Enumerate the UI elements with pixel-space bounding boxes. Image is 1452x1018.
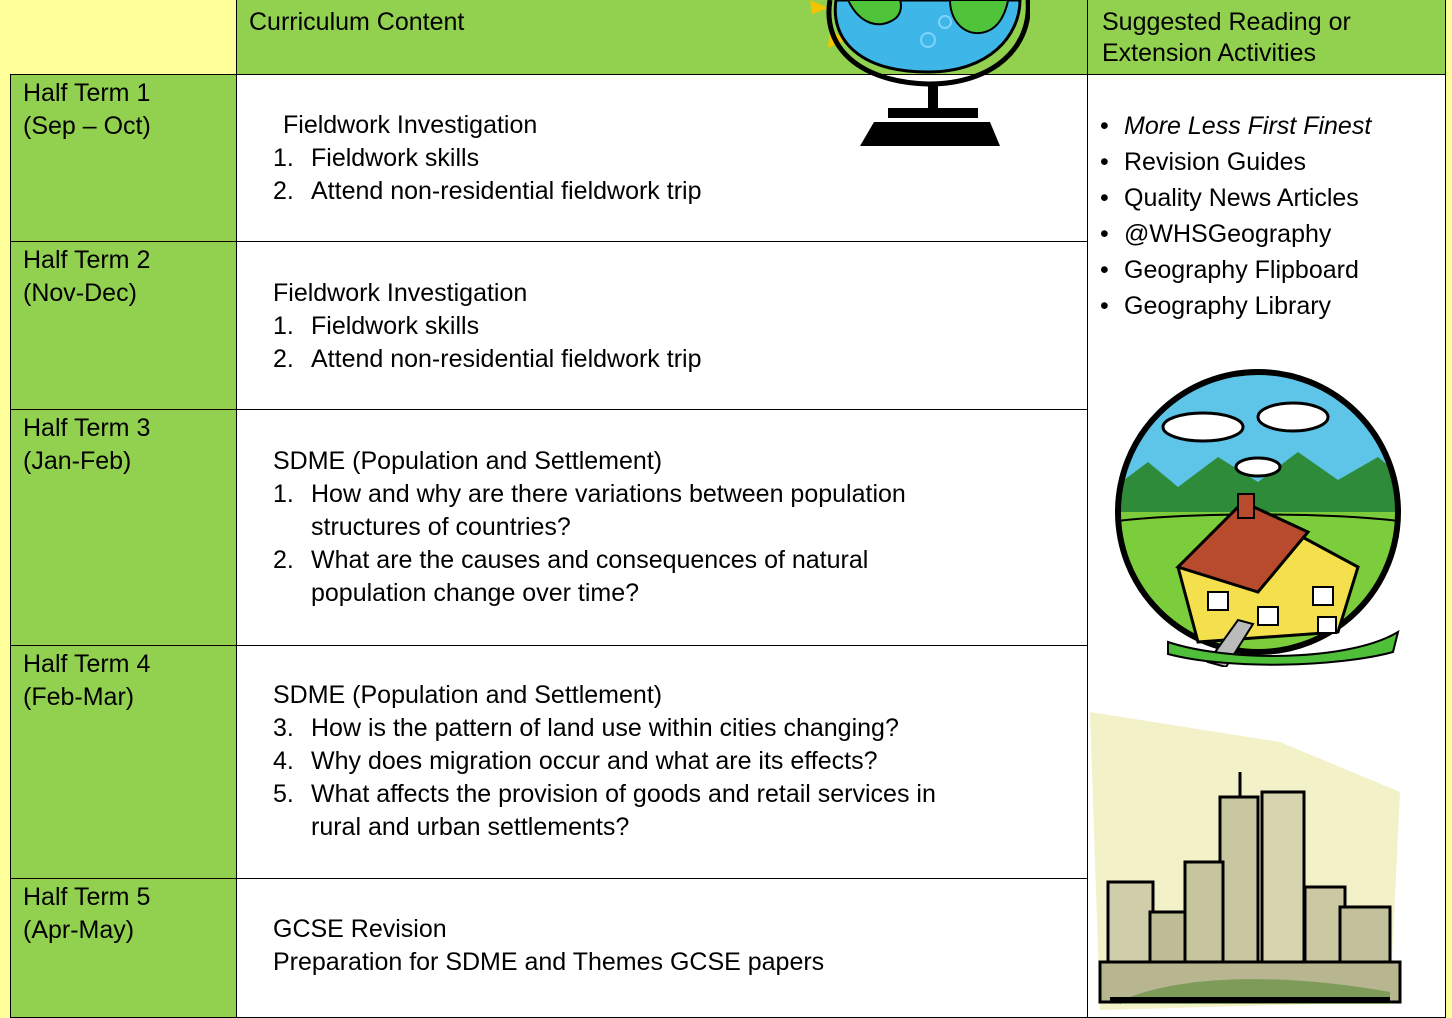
header-reading-label-line1: Suggested Reading or <box>1102 8 1351 36</box>
list-item: 4.Why does migration occur and what are … <box>273 747 878 775</box>
item-list: 3.How is the pattern of land use within … <box>273 712 1087 844</box>
term-content-cell-5: GCSE Revision Preparation for SDME and T… <box>236 878 1088 1018</box>
section-title: SDME (Population and Settlement) <box>273 447 663 475</box>
term-label-cell-4: Half Term 4 (Feb-Mar) <box>10 645 238 880</box>
term-content-cell-2: Fieldwork Investigation 1.Fieldwork skil… <box>236 241 1088 411</box>
term-label: Half Term 5 <box>23 883 151 911</box>
term-label-cell-1: Half Term 1 (Sep – Oct) <box>10 74 238 243</box>
header-reading-cell: Suggested Reading or Extension Activitie… <box>1087 0 1446 75</box>
term-label-cell-2: Half Term 2 (Nov-Dec) <box>10 241 238 411</box>
list-item: 1.Fieldwork skills <box>273 144 480 172</box>
header-reading-label-line2: Extension Activities <box>1102 39 1316 67</box>
term-label: Half Term 4 <box>23 650 151 678</box>
section-title: Fieldwork Investigation <box>273 279 528 307</box>
section-title: SDME (Population and Settlement) <box>273 681 663 709</box>
section-title: GCSE Revision <box>273 915 447 943</box>
list-item: 5.What affects the provision of goods an… <box>273 780 936 841</box>
term-dates: (Sep – Oct) <box>23 112 151 140</box>
reading-item: •Quality News Articles <box>1100 184 1359 212</box>
term-content-cell-1: Fieldwork Investigation 1.Fieldwork skil… <box>236 74 1088 243</box>
term-label: Half Term 1 <box>23 79 151 107</box>
city-skyline-icon <box>1090 712 1402 1010</box>
term-dates: (Nov-Dec) <box>23 279 137 307</box>
reading-list: •More Less First Finest •Revision Guides… <box>1100 108 1440 324</box>
reading-item: •Geography Flipboard <box>1100 256 1359 284</box>
term-label: Half Term 2 <box>23 246 151 274</box>
term-dates: (Feb-Mar) <box>23 683 135 711</box>
list-item: 3.How is the pattern of land use within … <box>273 714 899 742</box>
item-list: 1.How and why are there variations betwe… <box>273 478 1087 610</box>
term-label-cell-5: Half Term 5 (Apr-May) <box>10 878 238 1018</box>
list-item: 2.Attend non-residential fieldwork trip <box>273 345 702 373</box>
house-landscape-icon <box>1115 369 1401 667</box>
list-item: 1.How and why are there variations betwe… <box>273 480 906 541</box>
list-item: 2.What are the causes and consequences o… <box>273 546 869 607</box>
list-item: 2.Attend non-residential fieldwork trip <box>273 177 702 205</box>
section-text: Preparation for SDME and Themes GCSE pap… <box>273 948 825 976</box>
reading-item: •Geography Library <box>1100 292 1332 320</box>
reading-item: •@WHSGeography <box>1100 220 1332 248</box>
term-dates: (Apr-May) <box>23 916 135 944</box>
term-content-cell-3: SDME (Population and Settlement) 1.How a… <box>236 409 1088 647</box>
section-title: Fieldwork Investigation <box>283 111 538 139</box>
item-list: 1.Fieldwork skills 2.Attend non-resident… <box>273 310 1087 376</box>
term-label-cell-3: Half Term 3 (Jan-Feb) <box>10 409 238 647</box>
item-list: 1.Fieldwork skills 2.Attend non-resident… <box>273 142 1087 208</box>
reading-item: •More Less First Finest <box>1100 112 1372 140</box>
term-dates: (Jan-Feb) <box>23 447 132 475</box>
globe-icon <box>810 0 1030 146</box>
term-label: Half Term 3 <box>23 414 151 442</box>
reading-item: •Revision Guides <box>1100 148 1307 176</box>
header-curriculum-label: Curriculum Content <box>249 8 465 36</box>
term-content-cell-4: SDME (Population and Settlement) 3.How i… <box>236 645 1088 880</box>
list-item: 1.Fieldwork skills <box>273 312 480 340</box>
